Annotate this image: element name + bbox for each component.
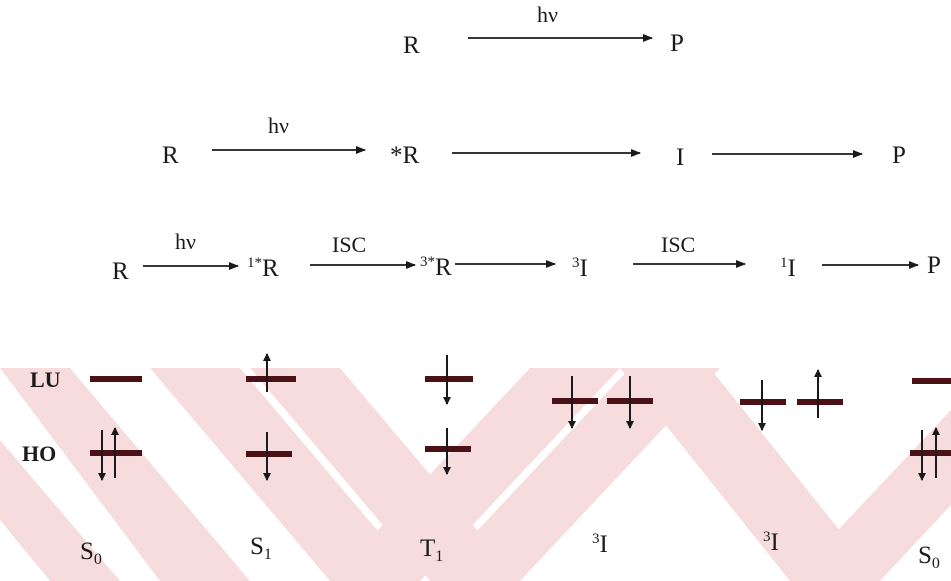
r1-reactant: R — [403, 32, 420, 59]
state-label-i3a: 3I — [592, 531, 608, 558]
s1-ho-level — [246, 451, 292, 457]
lu-axis-label: LU — [30, 367, 61, 392]
state-label-s0-right: S0 — [918, 542, 940, 572]
r3-singlet-intermediate: 1I — [780, 255, 796, 282]
r1-hv-label: hν — [537, 2, 558, 27]
state-label-t1: T1 — [420, 535, 444, 565]
r3-triplet-intermediate: 3I — [572, 255, 588, 282]
s0-lu-level — [90, 376, 142, 382]
t1-lu-level — [425, 376, 473, 382]
r1-product: P — [670, 30, 684, 57]
r2-excited: *R — [390, 142, 420, 169]
r3-singlet-excited: 1*R — [247, 255, 279, 282]
r3-reactant: R — [112, 258, 129, 285]
s1-lu-level — [246, 376, 296, 382]
i3b-level-2 — [797, 399, 843, 405]
r3-isc2-label: ISC — [661, 232, 696, 257]
r2-reactant: R — [162, 142, 179, 169]
r2-hv-label: hν — [268, 113, 289, 138]
i3a-level-1 — [552, 398, 598, 404]
state-label-s1: S1 — [250, 533, 272, 563]
r2-intermediate: I — [676, 144, 685, 171]
r2-product: P — [892, 142, 906, 169]
state-label-i3b: 3I — [763, 529, 779, 556]
r3-hv-label: hν — [175, 229, 196, 254]
r3-triplet-excited: 3*R — [420, 254, 452, 281]
r3-product: P — [927, 252, 941, 279]
s0b-lu-level — [912, 378, 951, 384]
state-label-s0: S0 — [80, 538, 102, 568]
s0b-ho-level — [910, 450, 951, 456]
r3-isc1-label: ISC — [332, 232, 367, 257]
ho-axis-label: HO — [22, 441, 57, 466]
